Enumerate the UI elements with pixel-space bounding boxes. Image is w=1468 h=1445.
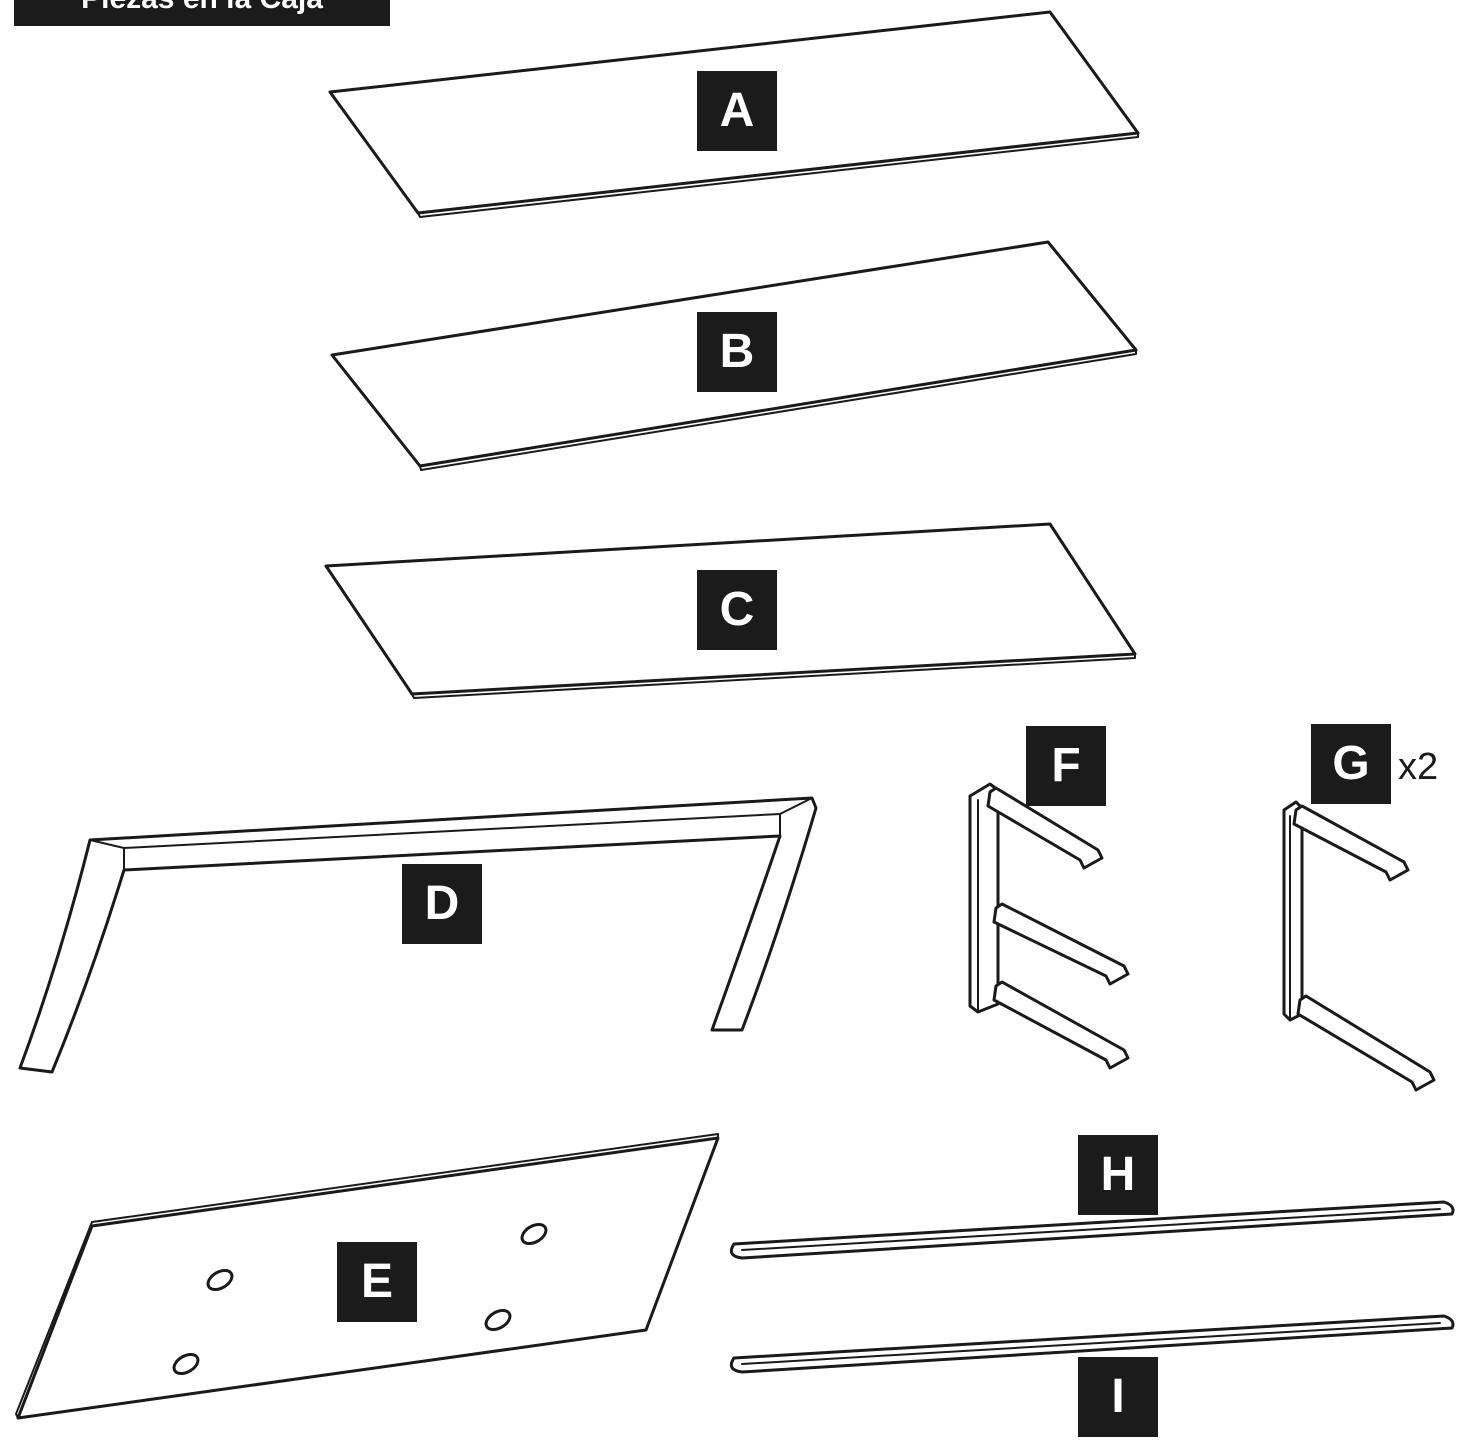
part-d-label: D — [402, 864, 482, 944]
part-f-label: F — [1026, 726, 1106, 806]
part-b-label: B — [697, 312, 777, 392]
section-title: Piezas en la Caja — [81, 0, 323, 26]
part-g-label: G — [1311, 724, 1391, 804]
section-title-banner: Piezas en la Caja — [14, 0, 390, 26]
rail-i-drawing — [729, 1314, 1455, 1374]
bracket-g-drawing — [1282, 800, 1436, 1092]
part-a-label: A — [697, 71, 777, 151]
rail-h-drawing — [729, 1200, 1455, 1260]
part-e-label: E — [337, 1242, 417, 1322]
part-c-label: C — [697, 570, 777, 650]
part-h-label: H — [1078, 1135, 1158, 1215]
part-i-label: I — [1078, 1357, 1158, 1437]
bracket-f-drawing — [968, 782, 1130, 1070]
part-g-quantity: x2 — [1398, 746, 1439, 788]
frame-d-drawing — [18, 796, 818, 1074]
